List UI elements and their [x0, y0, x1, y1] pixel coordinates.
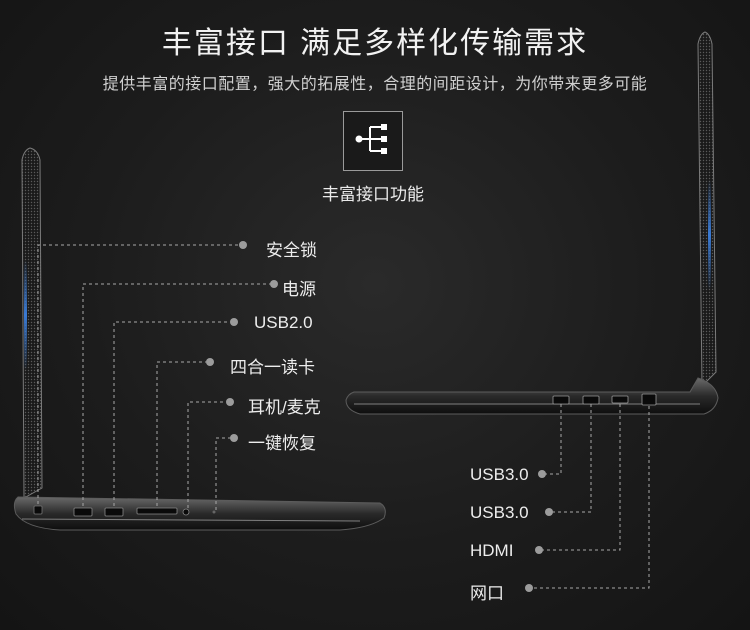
right-leader-lines [532, 404, 650, 589]
port-label-usb3-1: USB3.0 [470, 465, 529, 484]
port-label-ethernet: 网口 [470, 584, 504, 603]
port-label-hdmi: HDMI [470, 541, 514, 560]
port-label-audio-jack: 耳机/麦克 [248, 398, 321, 417]
left-laptop [13, 147, 386, 531]
page-title: 丰富接口 满足多样化传输需求 [161, 27, 589, 60]
left-leader-lines [37, 244, 272, 510]
port-label-one-key-recovery: 一键恢复 [248, 434, 316, 453]
port-label-security-lock: 安全锁 [266, 241, 317, 260]
interface-icon [353, 122, 393, 161]
feature-label: 丰富接口功能 [322, 185, 424, 204]
right-laptop [345, 31, 719, 415]
port-label-usb3-2: USB3.0 [470, 503, 529, 522]
port-label-card-reader: 四合一读卡 [230, 358, 315, 377]
left-leader-dots [206, 241, 278, 442]
right-leader-dots [525, 470, 553, 592]
port-label-usb2: USB2.0 [254, 313, 313, 332]
page-subtitle: 提供丰富的接口配置，强大的拓展性，合理的间距设计，为你带来更多可能 [102, 76, 648, 93]
port-label-power: 电源 [282, 280, 316, 299]
feature-badge [343, 111, 403, 171]
